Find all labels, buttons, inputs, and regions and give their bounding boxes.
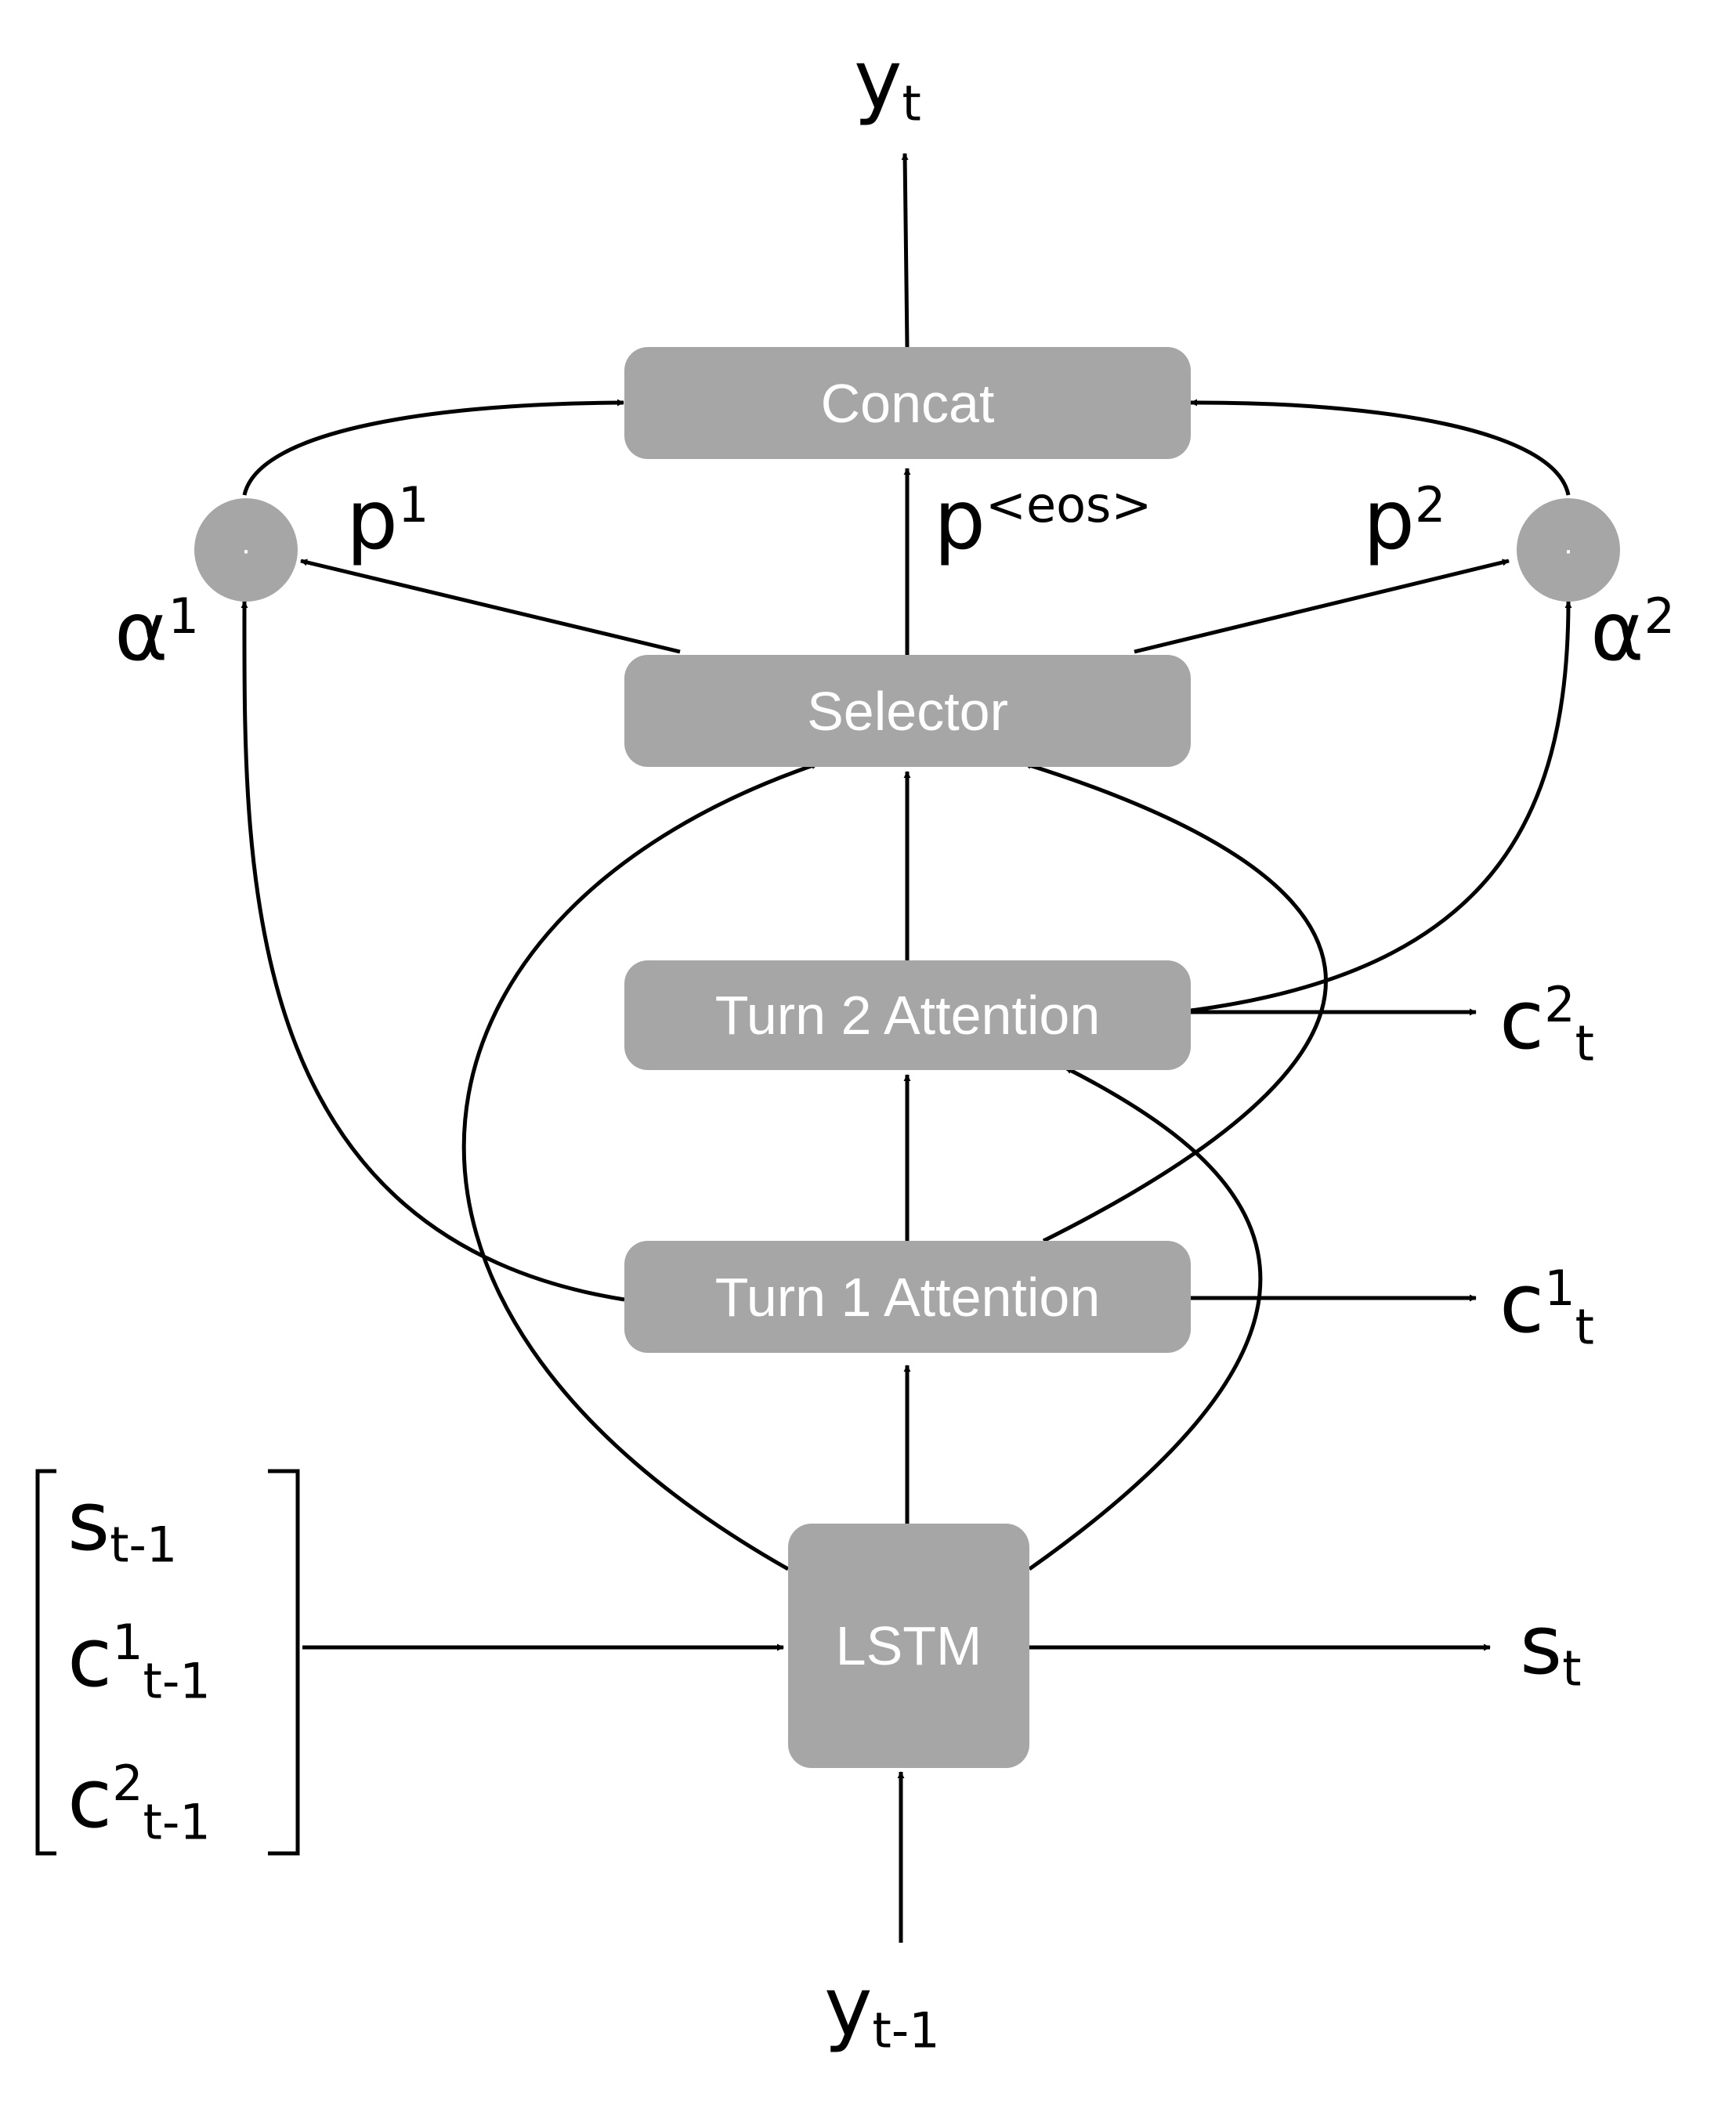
- arrow-selector-to-alpha2-node: [1134, 559, 1510, 654]
- label-y-prev: yt-1: [824, 1959, 940, 2059]
- label-alpha2: α2: [1590, 584, 1676, 679]
- turn1-attention-box: Turn 1 Attention: [624, 1241, 1191, 1353]
- label-p-eos: p<eos>: [934, 472, 1152, 568]
- lstm-label: LSTM: [835, 1615, 982, 1676]
- concat-label: Concat: [820, 372, 995, 434]
- arrow-turn1-to-selector: [1024, 761, 1328, 1243]
- arrow-node1-to-concat: [242, 399, 624, 496]
- product-symbol-1: ·: [241, 532, 251, 567]
- arrow-concat-to-yt: [901, 153, 910, 348]
- label-alpha1: α1: [114, 584, 200, 679]
- selector-label: Selector: [807, 680, 1008, 742]
- arrow-turn2-to-alpha2: [1190, 601, 1572, 1013]
- input-vector-bracket: [35, 1469, 300, 1856]
- label-p1: p1: [346, 472, 429, 568]
- label-c2-t-1: c2t-1: [67, 1751, 211, 1851]
- selector-box: Selector: [624, 655, 1191, 767]
- arrow-selector-to-alpha1-node: [300, 559, 681, 654]
- lstm-box: LSTM: [788, 1524, 1029, 1768]
- arrow-node2-to-concat: [1190, 399, 1571, 496]
- label-c1-t-1: c1t-1: [67, 1610, 211, 1710]
- label-c2t: c2t: [1499, 972, 1594, 1072]
- concat-box: Concat: [624, 347, 1191, 459]
- label-s-t-1: st-1: [67, 1473, 178, 1574]
- product-symbol-2: ·: [1563, 532, 1574, 567]
- label-y-t: yt: [854, 32, 921, 132]
- arrow-lstm-to-turn2: [1028, 1065, 1263, 1571]
- turn2-attention-box: Turn 2 Attention: [624, 960, 1191, 1070]
- product-node-1: ·: [194, 498, 298, 602]
- turn2-attention-label: Turn 2 Attention: [714, 985, 1101, 1046]
- arrow-turn1-to-alpha1: [241, 601, 625, 1302]
- label-p2: p2: [1363, 472, 1446, 568]
- arrow-lstm-to-selector-left: [461, 761, 819, 1571]
- turn1-attention-label: Turn 1 Attention: [714, 1266, 1101, 1328]
- label-s-t: st: [1520, 1597, 1582, 1698]
- product-node-2: ·: [1517, 498, 1620, 602]
- label-c1t: c1t: [1499, 1256, 1594, 1356]
